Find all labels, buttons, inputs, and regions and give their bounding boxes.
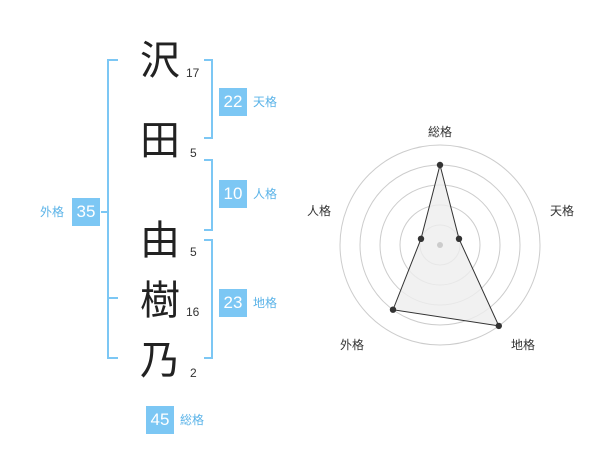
name-char-3-strokes: 5 — [190, 245, 197, 259]
radar-point-1 — [436, 161, 444, 169]
tenkaku-bracket — [204, 59, 213, 139]
name-char-1-strokes: 17 — [186, 66, 200, 80]
name-char-2-strokes: 5 — [190, 146, 197, 160]
name-char-5: 乃 — [140, 338, 180, 384]
chikaku-bracket — [204, 239, 213, 359]
gaikaku-bracket — [107, 59, 118, 359]
radar-axis-label-gaikaku: 外格 — [340, 338, 365, 352]
radar-axis-label-jinkaku: 人格 — [307, 204, 332, 218]
radar-axis-label-tenkaku: 天格 — [550, 204, 575, 218]
name-char-1: 沢 — [140, 38, 180, 84]
radar-grid-ring — [339, 144, 541, 346]
name-char-5-strokes: 2 — [190, 366, 197, 380]
tenkaku-badge: 22 — [219, 88, 247, 116]
radar-center-point — [437, 242, 443, 248]
chikaku-label: 地格 — [253, 296, 278, 310]
gaikaku-badge: 35 — [72, 198, 100, 226]
radar-axis-label-chikaku: 地格 — [511, 338, 536, 352]
name-char-4-strokes: 16 — [186, 305, 200, 319]
radar-point-4 — [389, 306, 397, 313]
radar-point-3 — [495, 322, 502, 330]
name-char-4: 樹 — [140, 278, 180, 324]
chikaku-badge: 23 — [219, 289, 247, 317]
jinkaku-label: 人格 — [253, 187, 278, 201]
soukaku-label: 総格 — [180, 413, 205, 427]
radar-point-2 — [455, 235, 463, 242]
name-char-3: 由 — [140, 218, 180, 264]
jinkaku-bracket — [204, 159, 213, 231]
radar-point-5 — [417, 235, 425, 242]
radar-axis-label-soukaku: 総格 — [428, 125, 453, 139]
tenkaku-label: 天格 — [253, 95, 278, 109]
gaikaku-label: 外格 — [40, 205, 65, 219]
name-char-2: 田 — [140, 118, 180, 164]
radar-series-polygon — [392, 164, 500, 327]
jinkaku-badge: 10 — [219, 180, 247, 208]
soukaku-badge: 45 — [146, 406, 174, 434]
